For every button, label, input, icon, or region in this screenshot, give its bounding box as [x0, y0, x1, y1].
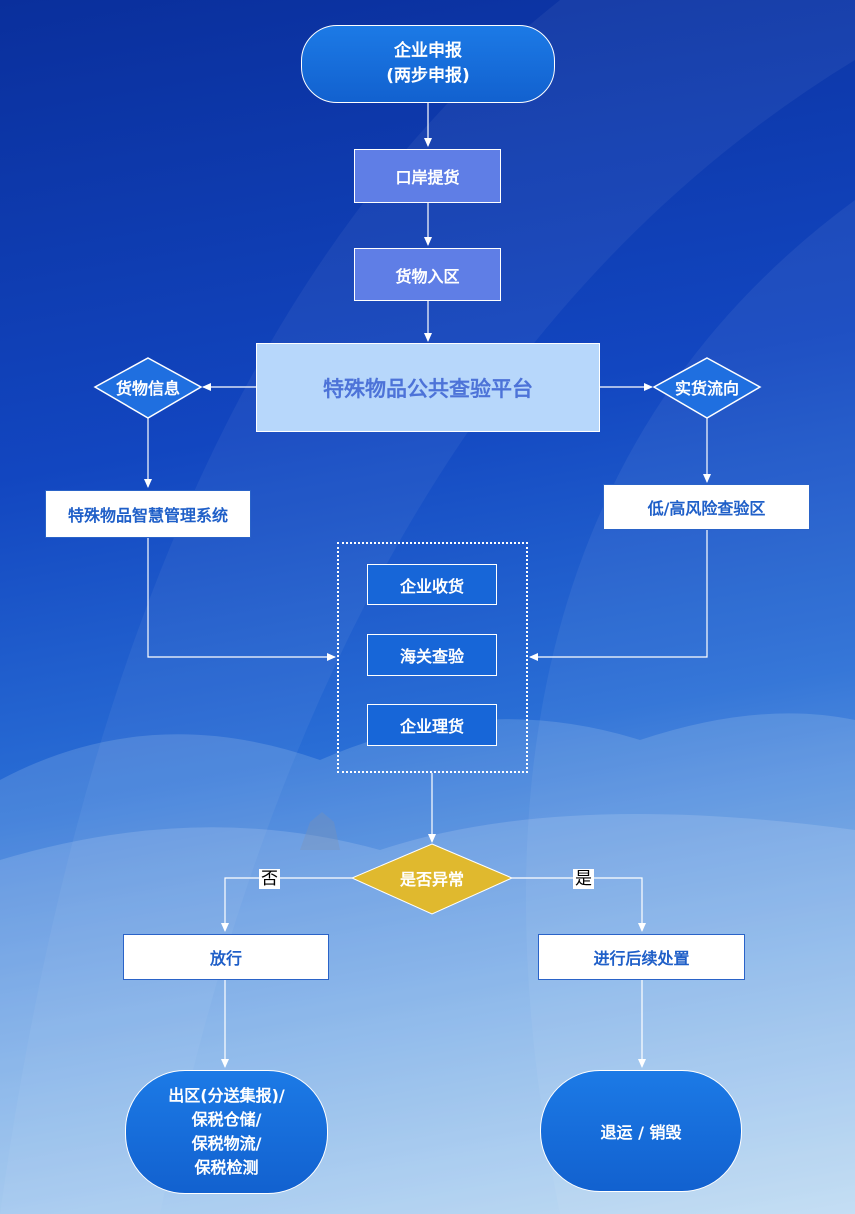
diamond-cargo-info	[93, 357, 203, 419]
arrow-system-to-group	[147, 538, 336, 661]
node-port-pickup: 口岸提货	[354, 149, 501, 203]
node-exit-zone: 出区(分送集报)/ 保税仓储/ 保税物流/ 保税检测	[125, 1070, 328, 1194]
branch-label-no: 否	[259, 869, 280, 889]
node-exit-zone-line3: 保税物流/	[191, 1134, 262, 1153]
node-exit-zone-line4: 保税检测	[194, 1158, 259, 1177]
node-release: 放行	[123, 934, 329, 980]
node-actual-flow-label: 实货流向	[674, 379, 739, 398]
node-risk-inspection-zone: 低/高风险查验区	[603, 484, 810, 530]
node-follow-up-handling: 进行后续处置	[538, 934, 745, 980]
arrow-no-to-release	[221, 877, 352, 932]
node-exit-zone-line1: 出区(分送集报)/	[168, 1086, 285, 1105]
arrow-zone-to-group	[529, 530, 708, 661]
node-exit-zone-line2: 保税仓储/	[191, 1110, 262, 1129]
node-enterprise-declaration-line1: 企业申报	[394, 41, 462, 61]
diamond-actual-flow	[652, 357, 762, 419]
node-goods-enter-zone: 货物入区	[354, 248, 501, 301]
node-enterprise-receive: 企业收货	[367, 564, 497, 605]
branch-label-yes: 是	[573, 869, 594, 889]
node-enterprise-declaration: 企业申报 (两步申报)	[301, 25, 555, 103]
node-enterprise-declaration-line2: (两步申报)	[386, 66, 470, 86]
node-return-destroy: 退运 / 销毁	[540, 1070, 742, 1192]
node-enterprise-sorting: 企业理货	[367, 704, 497, 746]
node-cargo-info-label: 货物信息	[115, 379, 180, 398]
node-customs-inspection: 海关查验	[367, 634, 497, 676]
arrow-yes-to-followup	[512, 877, 646, 932]
node-inspection-platform: 特殊物品公共查验平台	[256, 343, 600, 432]
node-is-abnormal-label: 是否异常	[399, 870, 464, 889]
diamond-is-abnormal	[350, 843, 514, 915]
inspection-steps-group	[337, 542, 528, 773]
node-smart-management-system: 特殊物品智慧管理系统	[45, 490, 251, 538]
